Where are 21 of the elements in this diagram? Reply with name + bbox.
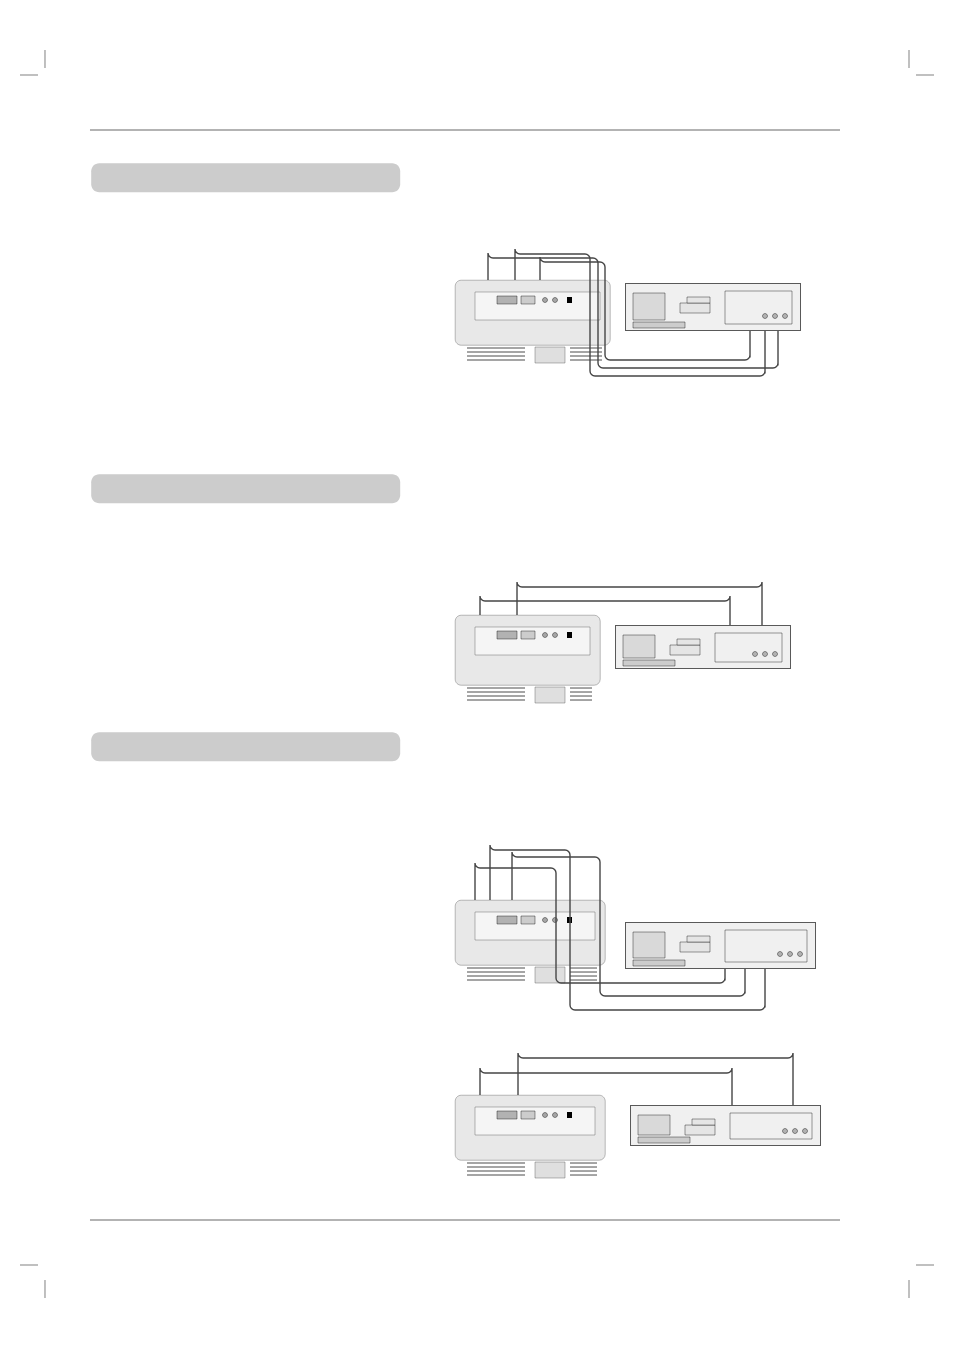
player-drawing xyxy=(630,1105,821,1146)
player-drawing xyxy=(625,922,816,969)
projector-drawing xyxy=(455,615,601,704)
section-bar xyxy=(91,163,401,193)
cable xyxy=(539,256,751,361)
cable xyxy=(489,844,766,1011)
cable xyxy=(487,252,779,369)
projector-drawing xyxy=(455,280,611,364)
projector-drawing xyxy=(455,1095,606,1179)
cable xyxy=(479,595,731,626)
cable xyxy=(479,1067,733,1106)
cable xyxy=(517,1052,794,1106)
player-drawing xyxy=(615,625,791,669)
section-bar xyxy=(91,732,401,762)
cable xyxy=(516,581,763,626)
section-bar xyxy=(91,474,401,504)
player-drawing xyxy=(625,283,801,331)
cable xyxy=(511,851,746,997)
cable xyxy=(514,248,766,377)
cable xyxy=(474,862,726,984)
projector-drawing xyxy=(455,900,606,984)
